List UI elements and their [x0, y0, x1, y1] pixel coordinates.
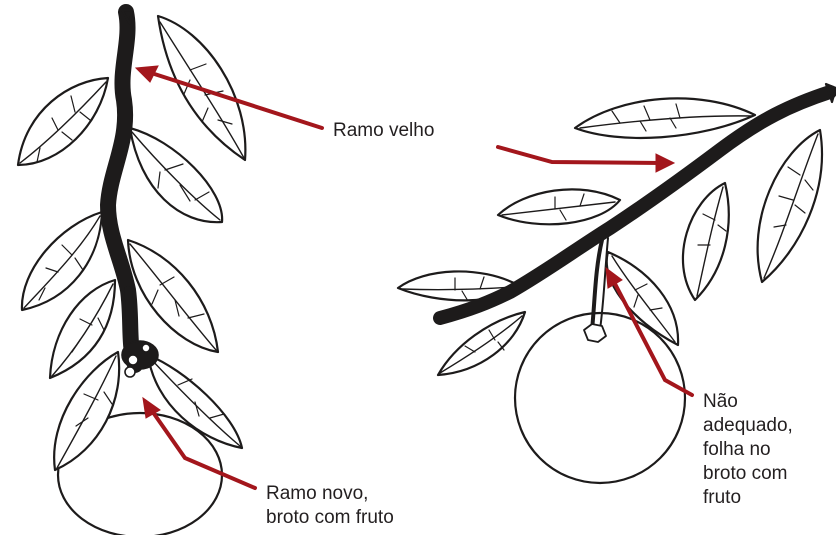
- label-not-suitable-line-4: broto com: [703, 462, 793, 486]
- label-old-branch-text: Ramo velho: [333, 119, 434, 143]
- left-leaves: [18, 16, 245, 470]
- label-not-suitable-line-2: adequado,: [703, 414, 793, 438]
- left-branch-illustration: [18, 10, 245, 535]
- label-new-branch: Ramo novo, broto com fruto: [266, 482, 394, 530]
- arrow-old-branch-right: [498, 147, 674, 172]
- label-not-suitable: Não adequado, folha no broto com fruto: [703, 390, 793, 510]
- label-not-suitable-line-5: fruto: [703, 486, 793, 510]
- label-not-suitable-line-3: folha no: [703, 438, 793, 462]
- label-old-branch: Ramo velho: [333, 119, 434, 143]
- label-new-branch-line-1: Ramo novo,: [266, 482, 394, 506]
- label-not-suitable-line-1: Não: [703, 390, 793, 414]
- label-new-branch-line-2: broto com fruto: [266, 506, 394, 530]
